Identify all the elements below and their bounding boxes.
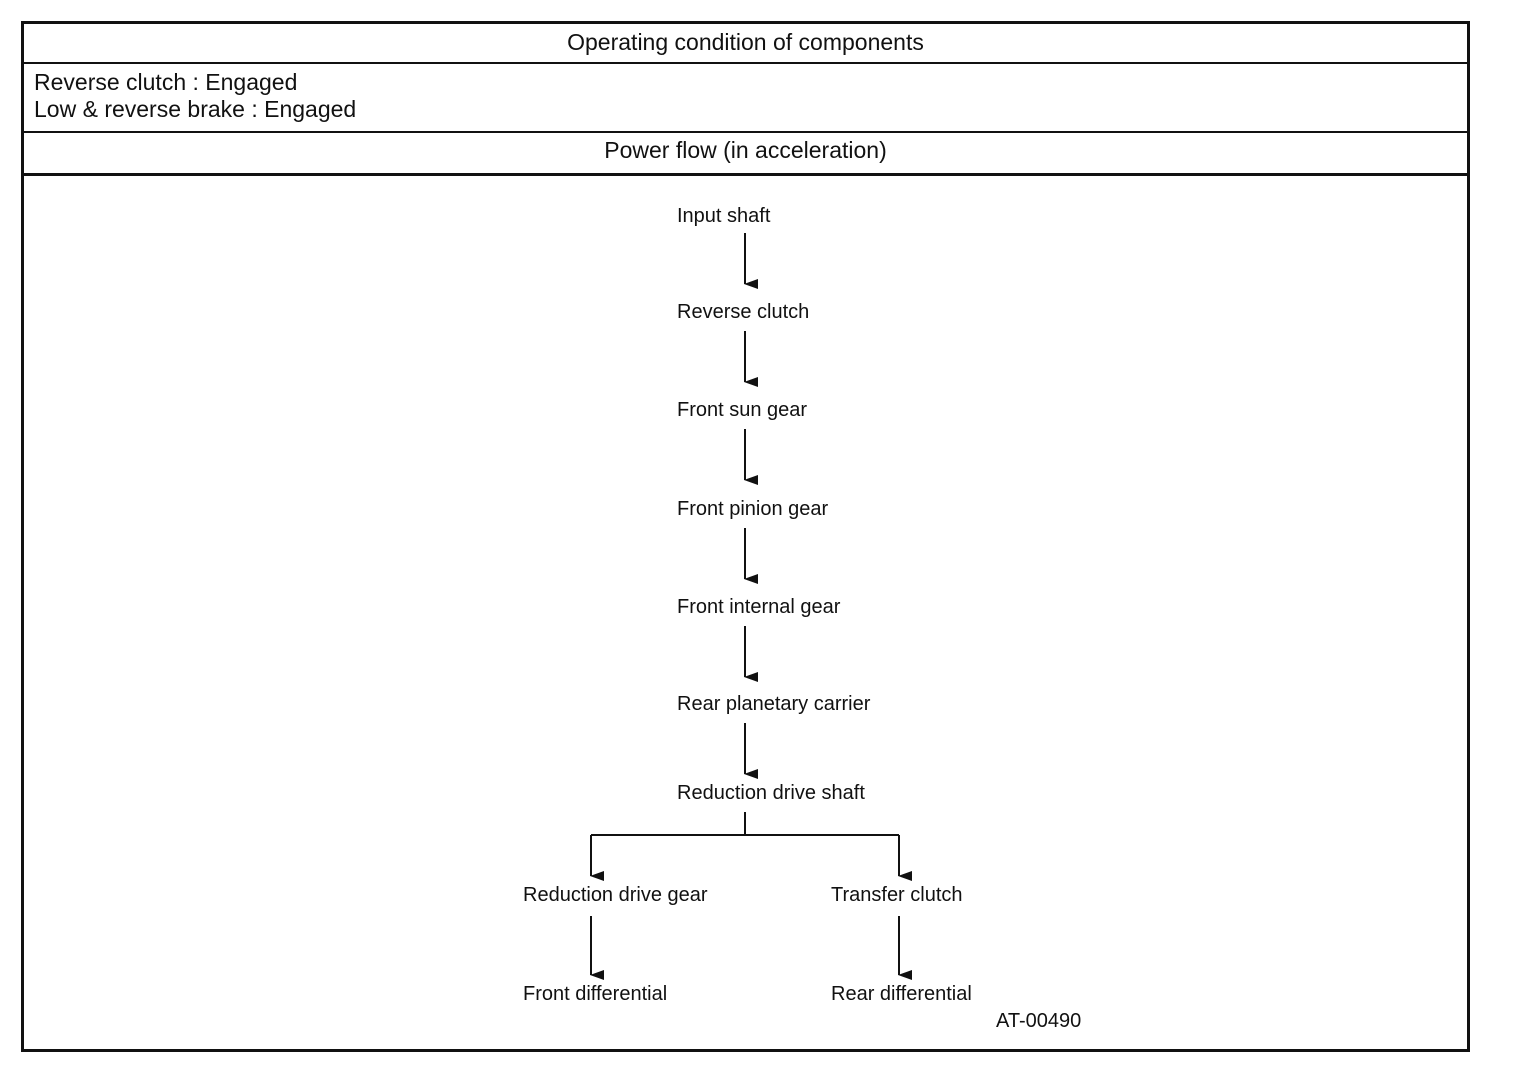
components-header: Operating condition of components xyxy=(24,24,1467,64)
power-flow-header: Power flow (in acceleration) xyxy=(24,133,1467,176)
conditions-cell: Reverse clutch : Engaged Low & reverse b… xyxy=(24,64,1467,133)
components-title: Operating condition of components xyxy=(567,29,924,55)
flow-table: Operating condition of components Revers… xyxy=(21,21,1470,1052)
power-flow-title: Power flow (in acceleration) xyxy=(604,137,887,163)
condition-low-reverse-brake: Low & reverse brake : Engaged xyxy=(34,96,357,122)
condition-reverse-clutch: Reverse clutch : Engaged xyxy=(34,69,298,95)
